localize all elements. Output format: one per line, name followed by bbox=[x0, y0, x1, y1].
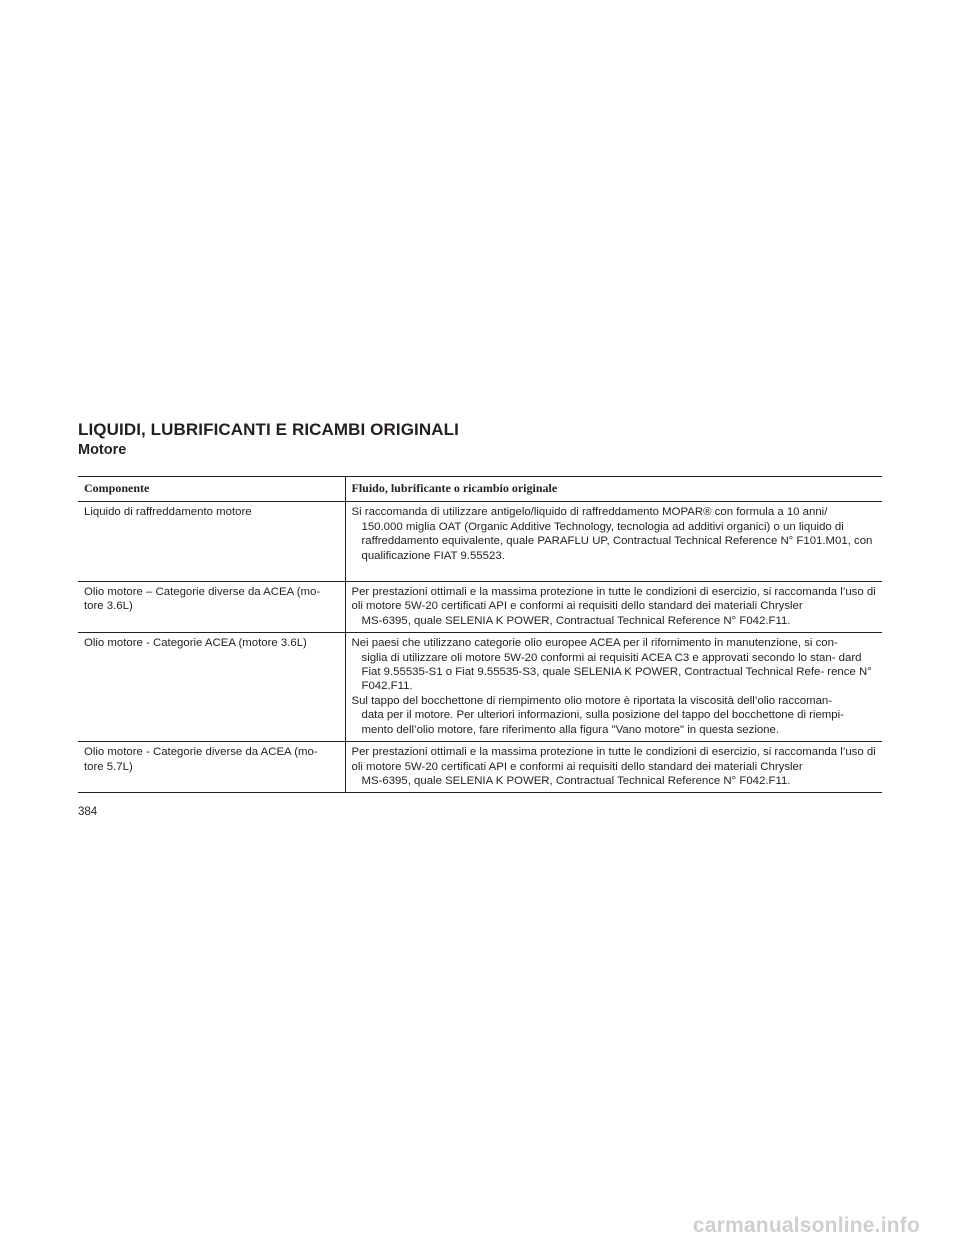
column-header-component: Componente bbox=[78, 475, 345, 503]
description-cell: Per prestazioni ottimali e la massima pr… bbox=[344, 581, 882, 634]
description-cell: Nei paesi che utilizzano categorie olio … bbox=[344, 632, 882, 743]
component-cell: Olio motore - Categorie diverse da ACEA … bbox=[78, 741, 345, 794]
table-row: Olio motore – Categorie diverse da ACEA … bbox=[78, 581, 882, 634]
paragraph-continuation: 150.000 miglia OAT (Organic Additive Tec… bbox=[361, 520, 873, 562]
component-cell: Olio motore - Categorie ACEA (motore 3.6… bbox=[78, 632, 345, 743]
paragraph-first-line: Si raccomanda di utilizzare antigelo/liq… bbox=[351, 506, 828, 519]
description-paragraph: Nei paesi che utilizzano categorie olio … bbox=[352, 636, 877, 694]
description-paragraph: Per prestazioni ottimali e la massima pr… bbox=[352, 745, 877, 788]
paragraph-first-line: Nei paesi che utilizzano categorie olio … bbox=[351, 637, 838, 650]
paragraph-first-line: Per prestazioni ottimali e la massima pr… bbox=[351, 746, 876, 773]
section-title: LIQUIDI, LUBRIFICANTI E RICAMBI ORIGINAL… bbox=[78, 420, 459, 439]
description-paragraph: Per prestazioni ottimali e la massima pr… bbox=[352, 585, 877, 628]
page-number: 384 bbox=[78, 806, 98, 818]
column-header-fluid: Fluido, lubrificante o ricambio original… bbox=[344, 475, 882, 503]
description-paragraph: Sul tappo del bocchettone di riempimento… bbox=[352, 694, 877, 737]
paragraph-continuation: MS-6395, quale SELENIA K POWER, Contract… bbox=[361, 614, 791, 627]
fluids-table: Componente Fluido, lubrificante o ricamb… bbox=[78, 475, 882, 794]
description-cell: Per prestazioni ottimali e la massima pr… bbox=[344, 741, 882, 794]
description-cell: Si raccomanda di utilizzare antigelo/liq… bbox=[344, 501, 882, 583]
table-row: Olio motore - Categorie diverse da ACEA … bbox=[78, 741, 882, 794]
component-cell: Olio motore – Categorie diverse da ACEA … bbox=[78, 581, 345, 634]
paragraph-first-line: Sul tappo del bocchettone di riempimento… bbox=[351, 694, 833, 707]
watermark-link[interactable]: carmanualsonline.info bbox=[692, 1214, 920, 1237]
table-row: Olio motore - Categorie ACEA (motore 3.6… bbox=[78, 632, 882, 743]
paragraph-continuation: siglia di utilizzare oli motore 5W-20 co… bbox=[361, 651, 872, 693]
component-cell: Liquido di raffreddamento motore bbox=[78, 501, 345, 583]
description-paragraph: Si raccomanda di utilizzare antigelo/liq… bbox=[352, 505, 877, 563]
paragraph-continuation: MS-6395, quale SELENIA K POWER, Contract… bbox=[361, 774, 791, 787]
table-header-row: Componente Fluido, lubrificante o ricamb… bbox=[78, 475, 882, 503]
table-row: Liquido di raffreddamento motore Si racc… bbox=[78, 501, 882, 583]
paragraph-continuation: data per il motore. Per ulteriori inform… bbox=[361, 709, 844, 736]
paragraph-first-line: Per prestazioni ottimali e la massima pr… bbox=[351, 586, 876, 613]
subsection-title: Motore bbox=[78, 442, 127, 458]
